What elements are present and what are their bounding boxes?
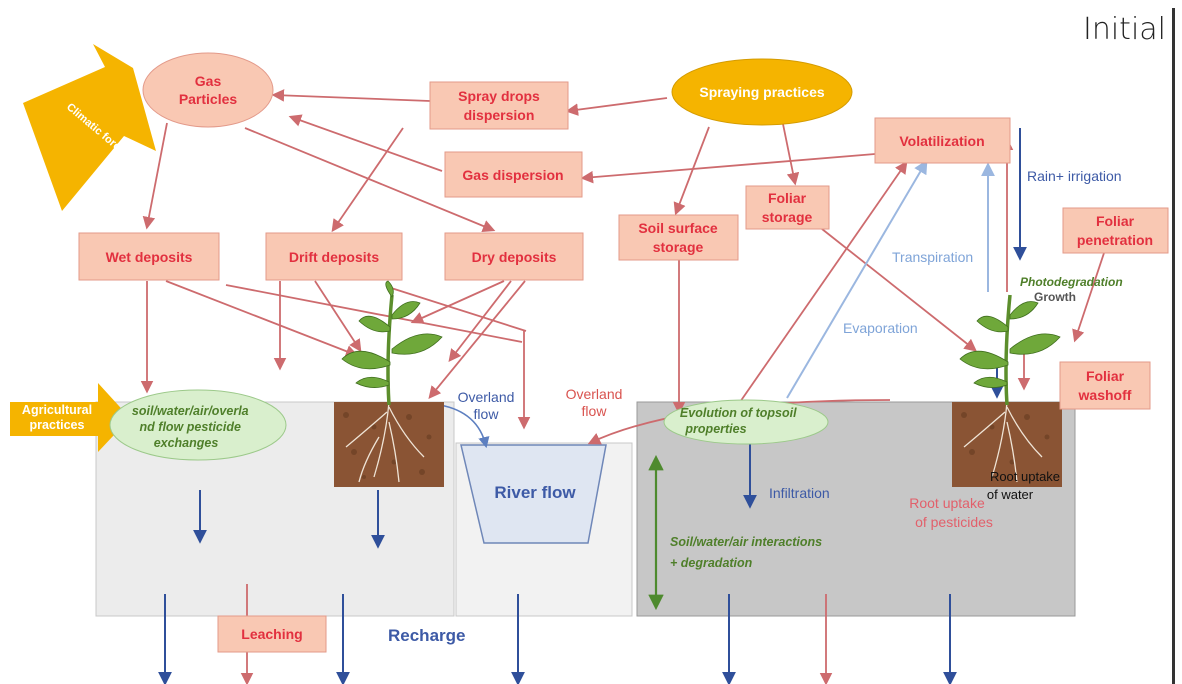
agricultural-practices-arrow	[10, 383, 130, 452]
red-flow-arrows	[140, 89, 1106, 684]
svg-text:Leaching: Leaching	[241, 626, 302, 642]
transpiration-label: Transpiration	[892, 249, 973, 265]
wet-deposits-box: Wet deposits	[78, 232, 220, 281]
svg-text:Gas dispersion: Gas dispersion	[462, 167, 563, 183]
edge-divider	[1172, 8, 1175, 684]
soil-exchanges-label: soil/water/air/overla nd flow pesticide …	[132, 404, 252, 450]
infiltration-label: Infiltration	[769, 485, 830, 501]
plant-icon	[952, 294, 1062, 487]
svg-text:Drift deposits: Drift deposits	[289, 249, 379, 265]
light-blue-arrows	[786, 159, 995, 399]
rain-irrigation-label: Rain+ irrigation	[1027, 168, 1122, 184]
dry-deposits-box: Dry deposits	[444, 232, 584, 281]
spraying-practices-label: Spraying practices	[699, 84, 824, 100]
recharge-label: Recharge	[388, 626, 465, 645]
soil-exchanges-ellipse	[109, 389, 287, 461]
photodegradation-label: Photodegradation	[1020, 275, 1123, 289]
evaporation-label: Evaporation	[843, 320, 918, 336]
blue-flow-arrows	[158, 128, 1027, 684]
svg-text:Volatilization: Volatilization	[899, 133, 984, 149]
gas-dispersion-box: Gas dispersion	[444, 151, 583, 198]
overland-flow-blue-arrow	[439, 404, 490, 449]
svg-text:Wet deposits: Wet deposits	[106, 249, 193, 265]
corner-label: Initial	[1082, 12, 1166, 47]
topsoil-evolution-label: Evolution of topsoil properties	[680, 406, 800, 436]
volatilization-box: Volatilization	[874, 117, 1011, 164]
drift-deposits-box: Drift deposits	[265, 232, 403, 281]
river-flow-label: River flow	[494, 483, 576, 502]
growth-label: Growth	[1034, 290, 1076, 304]
soil-interactions-label: Soil/water/air interactions + degradatio…	[670, 535, 826, 570]
spraying-practices-ellipse	[671, 58, 853, 126]
topsoil-evolution-ellipse	[663, 399, 829, 445]
plant-icon	[334, 280, 444, 487]
climatic-forcing-arrow	[23, 44, 156, 211]
leaching-box: Leaching	[217, 615, 327, 653]
agricultural-practices-label: Agricultural practices	[21, 403, 93, 432]
gas-particles-ellipse	[142, 52, 274, 128]
svg-text:Dry deposits: Dry deposits	[472, 249, 557, 265]
river-shape	[460, 444, 607, 544]
